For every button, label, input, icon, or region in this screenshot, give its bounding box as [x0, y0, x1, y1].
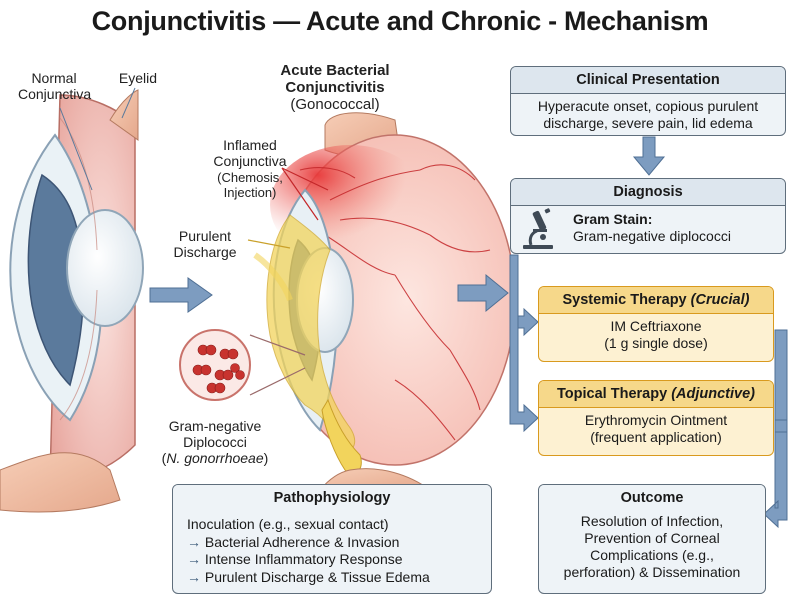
label-line: Inflamed: [223, 137, 277, 153]
body-line: (1 g single dose): [604, 335, 708, 351]
clinical-presentation-box: Clinical Presentation Hyperacute onset, …: [510, 66, 786, 136]
label-line: Purulent: [178, 228, 232, 244]
normal-eye-illustration: [0, 87, 144, 513]
body-line: Complications (e.g.,: [590, 547, 714, 563]
acute-heading: Acute Bacterial Conjunctivitis: [260, 62, 410, 96]
clinical-presentation-title: Clinical Presentation: [511, 67, 785, 94]
page-title: Conjunctivitis — Acute and Chronic - Mec…: [91, 6, 709, 36]
acute-subheading: (Gonococcal): [290, 96, 380, 113]
label-inflamed-detail: (Chemosis, Injection): [200, 170, 300, 200]
flow-arrow-icon: [632, 136, 666, 176]
body-line: perforation) & Dissemination: [563, 564, 741, 580]
topical-therapy-body: Erythromycin Ointment (frequent applicat…: [539, 408, 773, 450]
step-text: Purulent Discharge & Tissue Edema: [204, 568, 430, 585]
label-inflamed-conjunctiva: Inflamed Conjunctiva: [200, 137, 300, 169]
inflamed-eye-illustration: [247, 112, 516, 491]
systemic-therapy-body: IM Ceftriaxone (1 g single dose): [539, 314, 773, 356]
pathophysiology-box: Pathophysiology Inoculation (e.g., sexua…: [172, 484, 492, 594]
label-line: Normal: [31, 70, 77, 86]
label-line: Gram-negative: [168, 418, 262, 434]
diagnosis-title: Diagnosis: [511, 179, 785, 206]
step-arrow-icon: →: [187, 568, 201, 585]
flow-arrow-icon: [457, 273, 509, 313]
label-purulent-discharge: Purulent Discharge: [160, 228, 250, 260]
flow-arrow-icon: [509, 254, 539, 433]
body-line: Hyperacute onset, copious purulent: [537, 98, 759, 114]
title-qualifier: (Adjunctive): [671, 386, 755, 402]
bacteria-cluster-icon: [179, 329, 306, 401]
label-normal-conjunctiva: Normal Conjunctiva: [18, 70, 92, 102]
topical-therapy-title: Topical Therapy (Adjunctive): [539, 381, 773, 408]
body-line: discharge, severe pain, lid edema: [543, 115, 753, 131]
systemic-therapy-title: Systemic Therapy (Crucial): [539, 287, 773, 314]
title-qualifier: (Crucial): [690, 292, 750, 308]
outcome-box: Outcome Resolution of Infection, Prevent…: [538, 484, 766, 594]
outcome-title: Outcome: [539, 485, 765, 511]
pathophysiology-step: → Bacterial Adherence & Invasion: [187, 534, 477, 552]
label-line: Injection): [223, 185, 277, 200]
species-name: N. gonorrhoeae: [166, 450, 264, 466]
title-text: Systemic Therapy: [562, 292, 687, 308]
pathophysiology-intro: Inoculation (e.g., sexual contact): [187, 516, 389, 532]
pathophysiology-title: Pathophysiology: [173, 485, 491, 511]
flow-arrow-icon: [517, 307, 539, 337]
heading-line: Conjunctivitis: [285, 79, 385, 96]
pathophysiology-body: Inoculation (e.g., sexual contact) → Bac…: [173, 511, 491, 591]
body-line: Prevention of Corneal: [584, 530, 720, 546]
label-line: Discharge: [173, 244, 237, 260]
label-line: Diplococci: [183, 434, 247, 450]
systemic-therapy-box: Systemic Therapy (Crucial) IM Ceftriaxon…: [538, 286, 774, 362]
pathophysiology-step: → Purulent Discharge & Tissue Edema: [187, 569, 477, 587]
label-bacteria: Gram-negative Diplococci (N. gonorrhoeae…: [160, 418, 270, 466]
diagnosis-box: Diagnosis Gram Stain: Gram-negative dipl…: [510, 178, 786, 254]
step-arrow-icon: →: [187, 533, 201, 550]
heading-line: Acute Bacterial: [280, 62, 390, 79]
body-line: Resolution of Infection,: [580, 513, 724, 529]
diagnosis-test: Gram Stain:: [573, 211, 653, 227]
label-bacteria-species: (N. gonorrhoeae): [161, 450, 269, 466]
label-eyelid: Eyelid: [118, 70, 158, 86]
step-text: Intense Inflammatory Response: [204, 551, 403, 567]
diagnosis-body: Gram Stain: Gram-negative diplococci: [573, 211, 731, 245]
pathophysiology-step: → Intense Inflammatory Response: [187, 551, 477, 569]
outcome-body: Resolution of Infection, Prevention of C…: [539, 511, 765, 585]
microscope-icon: [523, 208, 553, 249]
body-line: Erythromycin Ointment: [584, 412, 728, 428]
body-line: IM Ceftriaxone: [610, 318, 702, 334]
title-text: Topical Therapy: [557, 386, 668, 402]
label-line: Conjunctiva: [18, 86, 92, 102]
label-line: (Chemosis,: [217, 170, 283, 185]
flow-arrow-icon: [774, 419, 788, 433]
step-arrow-icon: →: [187, 551, 201, 567]
clinical-presentation-body: Hyperacute onset, copious purulent disch…: [511, 94, 785, 135]
step-text: Bacterial Adherence & Invasion: [204, 533, 400, 550]
label-line: Conjunctiva: [213, 153, 287, 169]
diagnosis-result: Gram-negative diplococci: [573, 228, 731, 244]
body-line: (frequent application): [590, 429, 722, 445]
topical-therapy-box: Topical Therapy (Adjunctive) Erythromyci…: [538, 380, 774, 456]
flow-arrow-icon: [149, 277, 213, 313]
